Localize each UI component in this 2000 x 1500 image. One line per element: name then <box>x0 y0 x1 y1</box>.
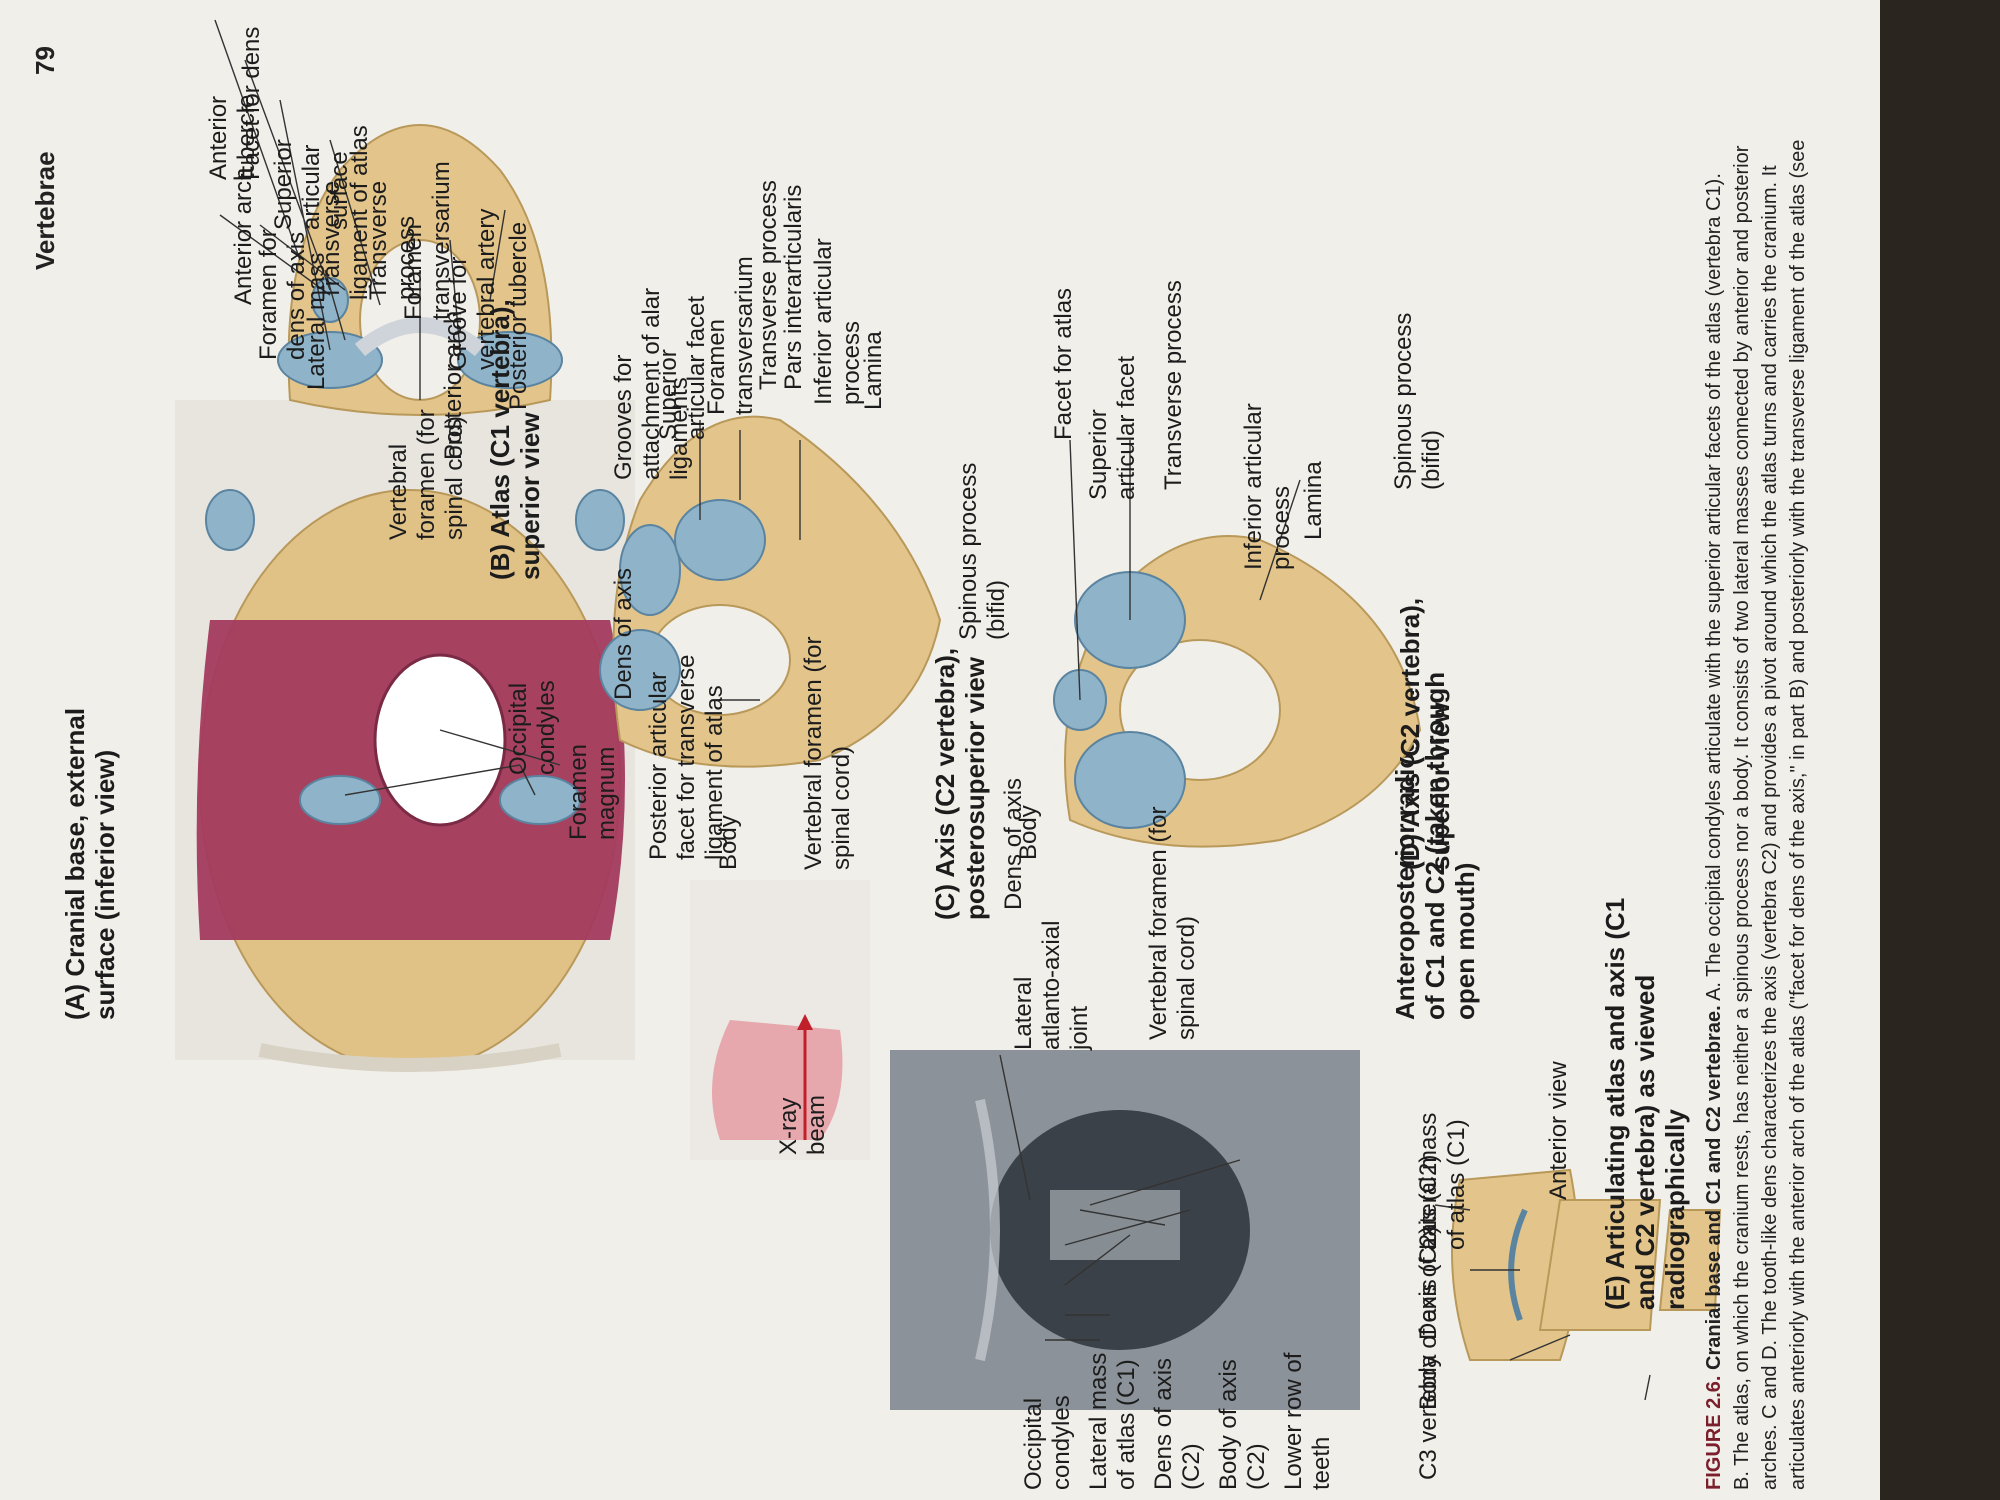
axis-c-facet-left <box>599 629 681 711</box>
legend-line-4: articulates anteriorly with the anterior… <box>1787 139 1809 1490</box>
glenoid-facet-right <box>575 489 625 551</box>
atlas-superior-facet-right <box>457 331 563 389</box>
label-vertebral-foramen-d: Vertebral foramen (for spinal cord) <box>1145 806 1200 1040</box>
leaders-panel-b-left <box>219 214 421 400</box>
label-superior-facet-d: Superior articular facet <box>1085 355 1140 500</box>
leaders-panel-c <box>699 420 801 540</box>
leaders-panel-b-right <box>214 19 381 351</box>
label-spinous-d: Spinous process (bifid) <box>1390 312 1445 490</box>
leaders-panel-e <box>1434 1204 1651 1401</box>
leader-occipital-condyles <box>344 764 536 796</box>
leader-foramen-magnum <box>439 729 561 766</box>
leaders-panel-b-lower <box>449 209 506 351</box>
label-dens-d: Dens of axis <box>1000 777 1027 910</box>
atlas-superior-facet-left <box>277 331 383 389</box>
leader-lateral-joint <box>999 1054 1031 1201</box>
axis-c-superior-facet <box>674 499 766 581</box>
panel-d-caption: (D) Axis (C2 vertebra), superior view <box>1395 597 1455 870</box>
axis-d-superior-facet-bottom <box>1074 731 1186 829</box>
legend-line-3: arches. C and D. The tooth-like dens cha… <box>1759 165 1781 1490</box>
label-inferior-process-d: Inferior articular process <box>1240 403 1295 570</box>
label-transverse-process-d: Transverse process <box>1160 280 1187 490</box>
legend-figure-number: FIGURE 2.6. <box>1703 1375 1725 1490</box>
legend-line-2: B. The atlas, on which the cranium rests… <box>1731 145 1753 1490</box>
occipital-condyle-right <box>499 775 581 825</box>
radiograph-dens <box>1050 1190 1180 1260</box>
figure-legend: FIGURE 2.6. Cranial base and C1 and C2 v… <box>1700 10 1812 1490</box>
atlanto-axial-joint-line <box>1508 1208 1528 1322</box>
xray-beam-arrowhead <box>797 1014 813 1030</box>
c3-shape <box>1658 1209 1722 1311</box>
xray-inset-head <box>712 1020 843 1140</box>
leaders-panel-d <box>1069 439 1301 701</box>
label-lamina-d: Lamina <box>1300 461 1327 540</box>
legend-title: Cranial base and C1 and C2 vertebrae. <box>1703 1005 1725 1370</box>
foramen-magnum-shape <box>373 653 507 827</box>
glenoid-facet-left <box>205 489 255 551</box>
book-spine-shadow <box>1880 0 2000 1500</box>
radiograph-condyles <box>975 1098 1000 1362</box>
leaders-radiograph-left <box>1064 1159 1241 1316</box>
teeth-row <box>258 1043 562 1072</box>
occipital-condyle-left <box>299 775 381 825</box>
axis-body-shape <box>1538 1199 1662 1331</box>
axis-c-dens-facet <box>619 524 681 616</box>
legend-line-1: A. The occipital condyles articulate wit… <box>1703 173 1725 1001</box>
label-facet-for-atlas: Facet for atlas <box>1050 287 1077 440</box>
leaders-radiograph-other <box>1045 1209 1166 1341</box>
